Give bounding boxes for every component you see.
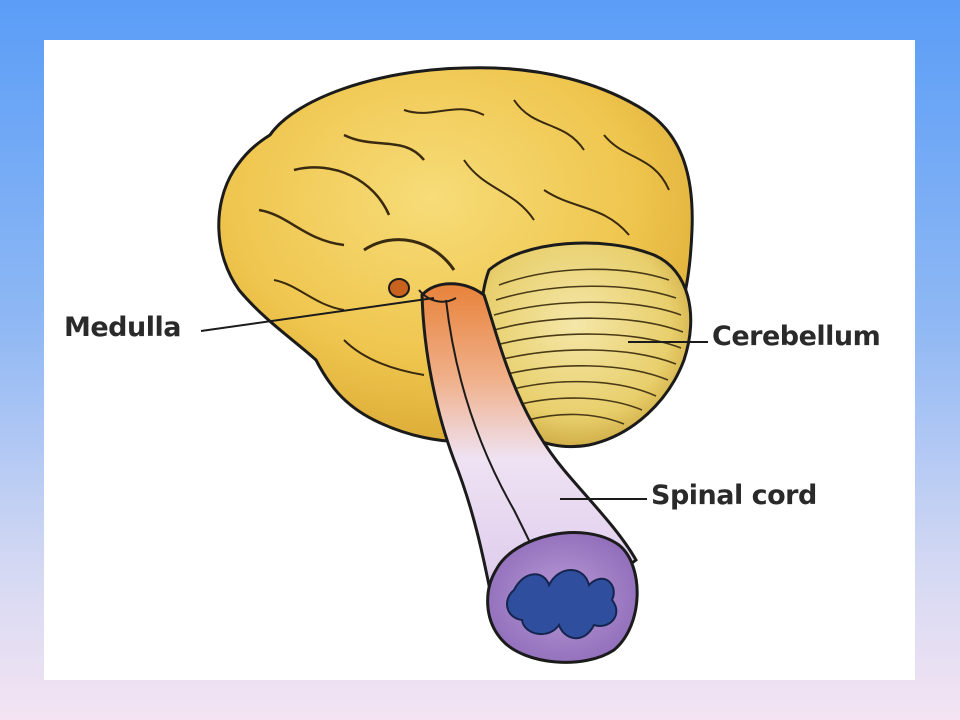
medulla-region — [388, 278, 457, 303]
spinal-cord-label: Spinal cord — [651, 480, 817, 511]
brain-illustration — [200, 66, 708, 664]
spinal-cord-shape — [420, 282, 639, 664]
medulla-leader-line — [200, 297, 435, 332]
medulla-label: Medulla — [64, 312, 181, 343]
cerebellum-label: Cerebellum — [712, 321, 881, 352]
diagram-panel: Medulla Cerebellum Spinal cord — [44, 40, 915, 680]
